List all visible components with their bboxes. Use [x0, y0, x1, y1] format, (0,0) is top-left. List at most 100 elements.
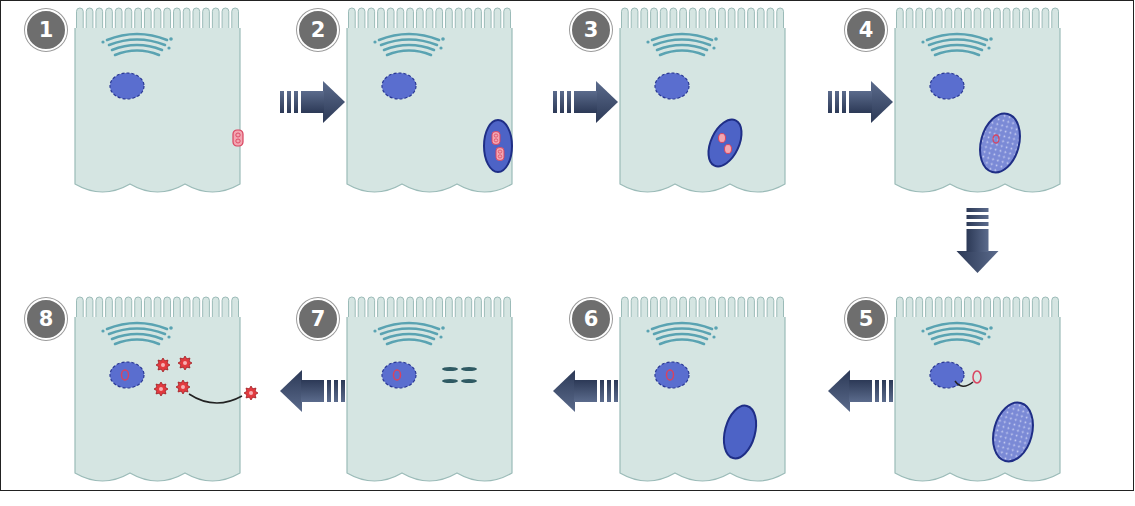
transfer-line [955, 381, 973, 386]
golgi [921, 323, 992, 344]
cell-body [895, 317, 1060, 481]
cell-outline [75, 8, 240, 196]
connector-span [240, 391, 347, 392]
step-arrow [785, 81, 895, 123]
step-arrow [512, 370, 620, 412]
cell-panel: 8 [75, 297, 240, 485]
nucleus [382, 362, 416, 388]
nucleus [930, 73, 964, 99]
transcript [442, 367, 458, 371]
cell-outline [347, 8, 512, 196]
panel-art [101, 34, 243, 146]
panel-art [101, 323, 258, 403]
arrow-shaft [967, 229, 989, 252]
virus-particle [244, 386, 258, 400]
arrow-head [323, 81, 345, 123]
step-number: 1 [25, 9, 67, 51]
cell-membrane [347, 317, 512, 481]
cell-outline [895, 297, 1060, 485]
arrow-head [553, 370, 575, 412]
step-number: 6 [570, 298, 612, 340]
cell-membrane [895, 317, 1060, 481]
cell-membrane [620, 317, 785, 481]
step-number: 8 [25, 298, 67, 340]
block-arrow [280, 81, 345, 123]
arrow-shaft [849, 380, 872, 402]
virus-particle [176, 380, 190, 394]
arrow-tail-bar [294, 91, 298, 113]
arrow-tail-bar [882, 380, 886, 402]
arrow-shaft [849, 91, 872, 113]
arrow-tail-bar [334, 380, 338, 402]
golgi [646, 34, 717, 55]
dna-particle [394, 370, 401, 380]
arrow-tail-bar [327, 380, 331, 402]
cell-panel: 5 [895, 297, 1060, 485]
connector-span [512, 391, 620, 392]
cell-panel: 6 [620, 297, 785, 485]
step-number: 5 [845, 298, 887, 340]
cell-outline [347, 297, 512, 485]
transcript [461, 379, 477, 383]
arrow-tail-bar [280, 91, 284, 113]
arrow-head [957, 251, 999, 273]
nucleus [930, 362, 964, 388]
cell-membrane [75, 317, 240, 481]
arrow-tail-bar [842, 91, 846, 113]
cell-panel: 2 [347, 8, 512, 196]
step-arrow [512, 81, 620, 123]
dna-particle [993, 135, 999, 143]
cell-panel: 1 [75, 8, 240, 196]
block-arrow [828, 81, 893, 123]
golgi [646, 323, 717, 344]
arrow-tail-bar [889, 380, 893, 402]
block-arrow [280, 370, 345, 412]
arrow-tail-bar [287, 91, 291, 113]
block-arrow [828, 370, 893, 412]
arrow-shaft [301, 380, 324, 402]
golgi [373, 323, 444, 344]
step-number: 3 [570, 9, 612, 51]
arrow-shaft [574, 380, 597, 402]
cell-membrane [620, 28, 785, 192]
panel-art [373, 34, 512, 172]
golgi [921, 34, 992, 55]
dna-particle [667, 370, 674, 380]
arrow-tail-bar [835, 91, 839, 113]
nucleus [110, 73, 144, 99]
cell-body [620, 317, 785, 481]
cell-body [347, 28, 512, 192]
step-arrow [957, 196, 999, 297]
release-line [189, 394, 242, 403]
arrow-tail-bar [967, 215, 989, 219]
nucleus [382, 73, 416, 99]
cell-panel: 7 [347, 297, 512, 485]
arrow-tail-bar [607, 380, 611, 402]
block-arrow [553, 81, 618, 123]
arrow-head [596, 81, 618, 123]
arrow-tail-bar [614, 380, 618, 402]
arrow-tail-bar [600, 380, 604, 402]
cell-body [347, 317, 512, 481]
cell-body [620, 28, 785, 192]
golgi [373, 34, 444, 55]
cell-body [75, 28, 240, 192]
cell-outline [75, 297, 240, 485]
cell-membrane [347, 28, 512, 192]
panel-art [646, 323, 761, 462]
arrow-tail-bar [341, 380, 345, 402]
transcript [461, 367, 477, 371]
arrow-head [871, 81, 893, 123]
vacuole [719, 402, 762, 462]
cell-outline [895, 8, 1060, 196]
cell-membrane [75, 28, 240, 192]
golgi [101, 323, 172, 344]
panel-art [921, 34, 1026, 177]
arrow-tail-bar [553, 91, 557, 113]
step-arrow [240, 81, 347, 123]
connector-span [785, 102, 895, 103]
golgi [101, 34, 172, 55]
dna-particle [973, 371, 981, 383]
